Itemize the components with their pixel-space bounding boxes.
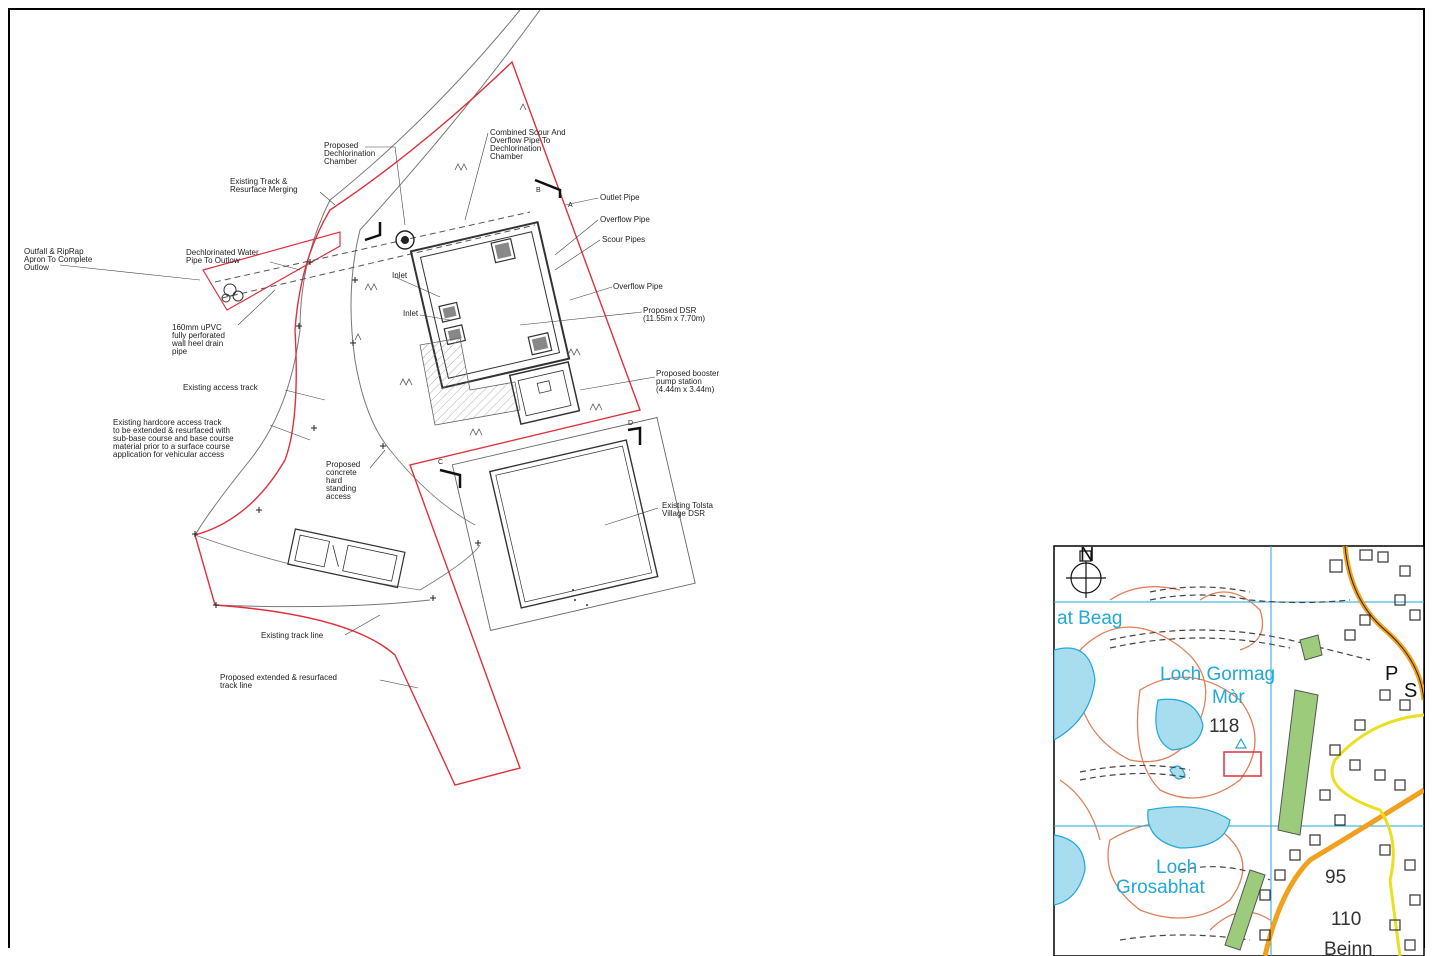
label-dechlor-water: Dechlorinated Water Pipe To Outlow: [186, 248, 261, 265]
label-overflow-pipe-1: Overflow Pipe: [600, 215, 650, 224]
plan-labels: Proposed Dechlorination Chamber Combined…: [24, 128, 721, 690]
north-arrow-icon: [1066, 550, 1106, 598]
trig-point-icon: [1234, 737, 1248, 749]
place-name-beag: at Beag: [1057, 608, 1123, 629]
dot: [574, 599, 576, 601]
existing-track-inner: [350, 9, 541, 451]
north-letter: N: [1080, 544, 1094, 566]
place-name-loch: Loch: [1156, 857, 1197, 878]
site-location-box: [1223, 751, 1262, 777]
road-minor: [1330, 713, 1424, 956]
location-map: N at Beag Loch Gormag Mòr Loch Grosabhat…: [1053, 544, 1425, 956]
place-letter-p: P: [1385, 663, 1398, 685]
site-plan: [59, 9, 696, 786]
section-label-d: D: [628, 420, 633, 427]
dechlor-chamber: [395, 230, 415, 250]
road-south: [1262, 787, 1424, 956]
label-prop-dechlor: Proposed Dechlorination Chamber: [324, 141, 377, 166]
riprap-stone: [232, 290, 244, 302]
label-existing-track-merging: Existing Track & Resurface Merging: [230, 177, 298, 194]
label-proposed-dsr: Proposed DSR (11.55m x 7.70m): [643, 306, 705, 323]
water-bodies: [1054, 647, 1231, 906]
place-name-beinn: Beinn: [1324, 939, 1373, 956]
label-concrete-hardstanding: Proposed concrete hard standing access: [326, 460, 362, 501]
label-combined-scour: Combined Scour And Overflow Pipe To Dech…: [490, 128, 568, 161]
label-outfall: Outfall & RipRap Apron To Complete Outlo…: [24, 247, 95, 272]
label-pvc-pipe: 160mm uPVC fully perforated wall heel dr…: [171, 323, 227, 356]
survey-points: [192, 259, 481, 608]
buildings: [1259, 549, 1421, 951]
vehicle-outline: [287, 528, 406, 589]
drawing-border: [8, 8, 1425, 948]
section-marker-c: [439, 468, 462, 488]
proposed-dsr: [409, 220, 571, 390]
site-boundary: [194, 60, 641, 786]
existing-track-outer: [194, 9, 521, 536]
dechlor-pipe: [214, 211, 531, 283]
section-label-a: A: [568, 202, 573, 209]
label-existing-access-track: Existing access track: [183, 383, 259, 392]
label-scour-pipes: Scour Pipes: [602, 235, 645, 244]
outfall-boundary: [202, 231, 341, 311]
dot: [586, 604, 588, 606]
woodland: [1224, 634, 1323, 951]
spot-height-118: 118: [1209, 716, 1239, 737]
road-main-edge: [1344, 546, 1424, 701]
section-marker-b: [534, 178, 562, 198]
existing-track-south: [214, 599, 431, 608]
section-marker-d: [627, 426, 642, 445]
leader-lines: [59, 132, 659, 689]
vegetation-symbols: [354, 103, 603, 436]
riprap-stone: [221, 293, 231, 303]
spot-height-95: 95: [1325, 867, 1346, 888]
label-hardcore-track: Existing hardcore access track to be ext…: [113, 418, 236, 459]
track-link-2: [389, 449, 476, 526]
label-booster-pump: Proposed booster pump station (4.44m x 3…: [656, 369, 721, 394]
spot-height-110: 110: [1331, 909, 1361, 930]
place-name-loch-gormag: Loch Gormag: [1160, 664, 1275, 685]
concrete-hardstanding: [419, 337, 521, 426]
label-overflow-pipe-2: Overflow Pipe: [613, 282, 663, 291]
section-marker-a: [364, 222, 382, 242]
label-inlet-1: Inlet: [392, 271, 408, 280]
label-inlet-2: Inlet: [403, 309, 419, 318]
label-existing-dsr: Existing Tolsta Village DSR: [662, 501, 715, 518]
label-outlet-pipe: Outlet Pipe: [600, 193, 640, 202]
dechlor-chamber-core: [401, 236, 409, 244]
dot: [572, 589, 574, 591]
dechlor-pipe-2: [221, 224, 536, 299]
place-name-mor: Mòr: [1212, 687, 1245, 708]
place-name-grosabhat: Grosabhat: [1116, 877, 1205, 898]
place-letter-s: S: [1404, 680, 1417, 702]
label-existing-track-line: Existing track line: [261, 631, 324, 640]
booster-pump-station: [508, 361, 581, 426]
label-proposed-track-line: Proposed extended & resurfaced track lin…: [220, 673, 339, 690]
section-label-c: C: [438, 459, 443, 466]
existing-dsr: [451, 417, 696, 631]
section-label-b: B: [536, 187, 541, 194]
